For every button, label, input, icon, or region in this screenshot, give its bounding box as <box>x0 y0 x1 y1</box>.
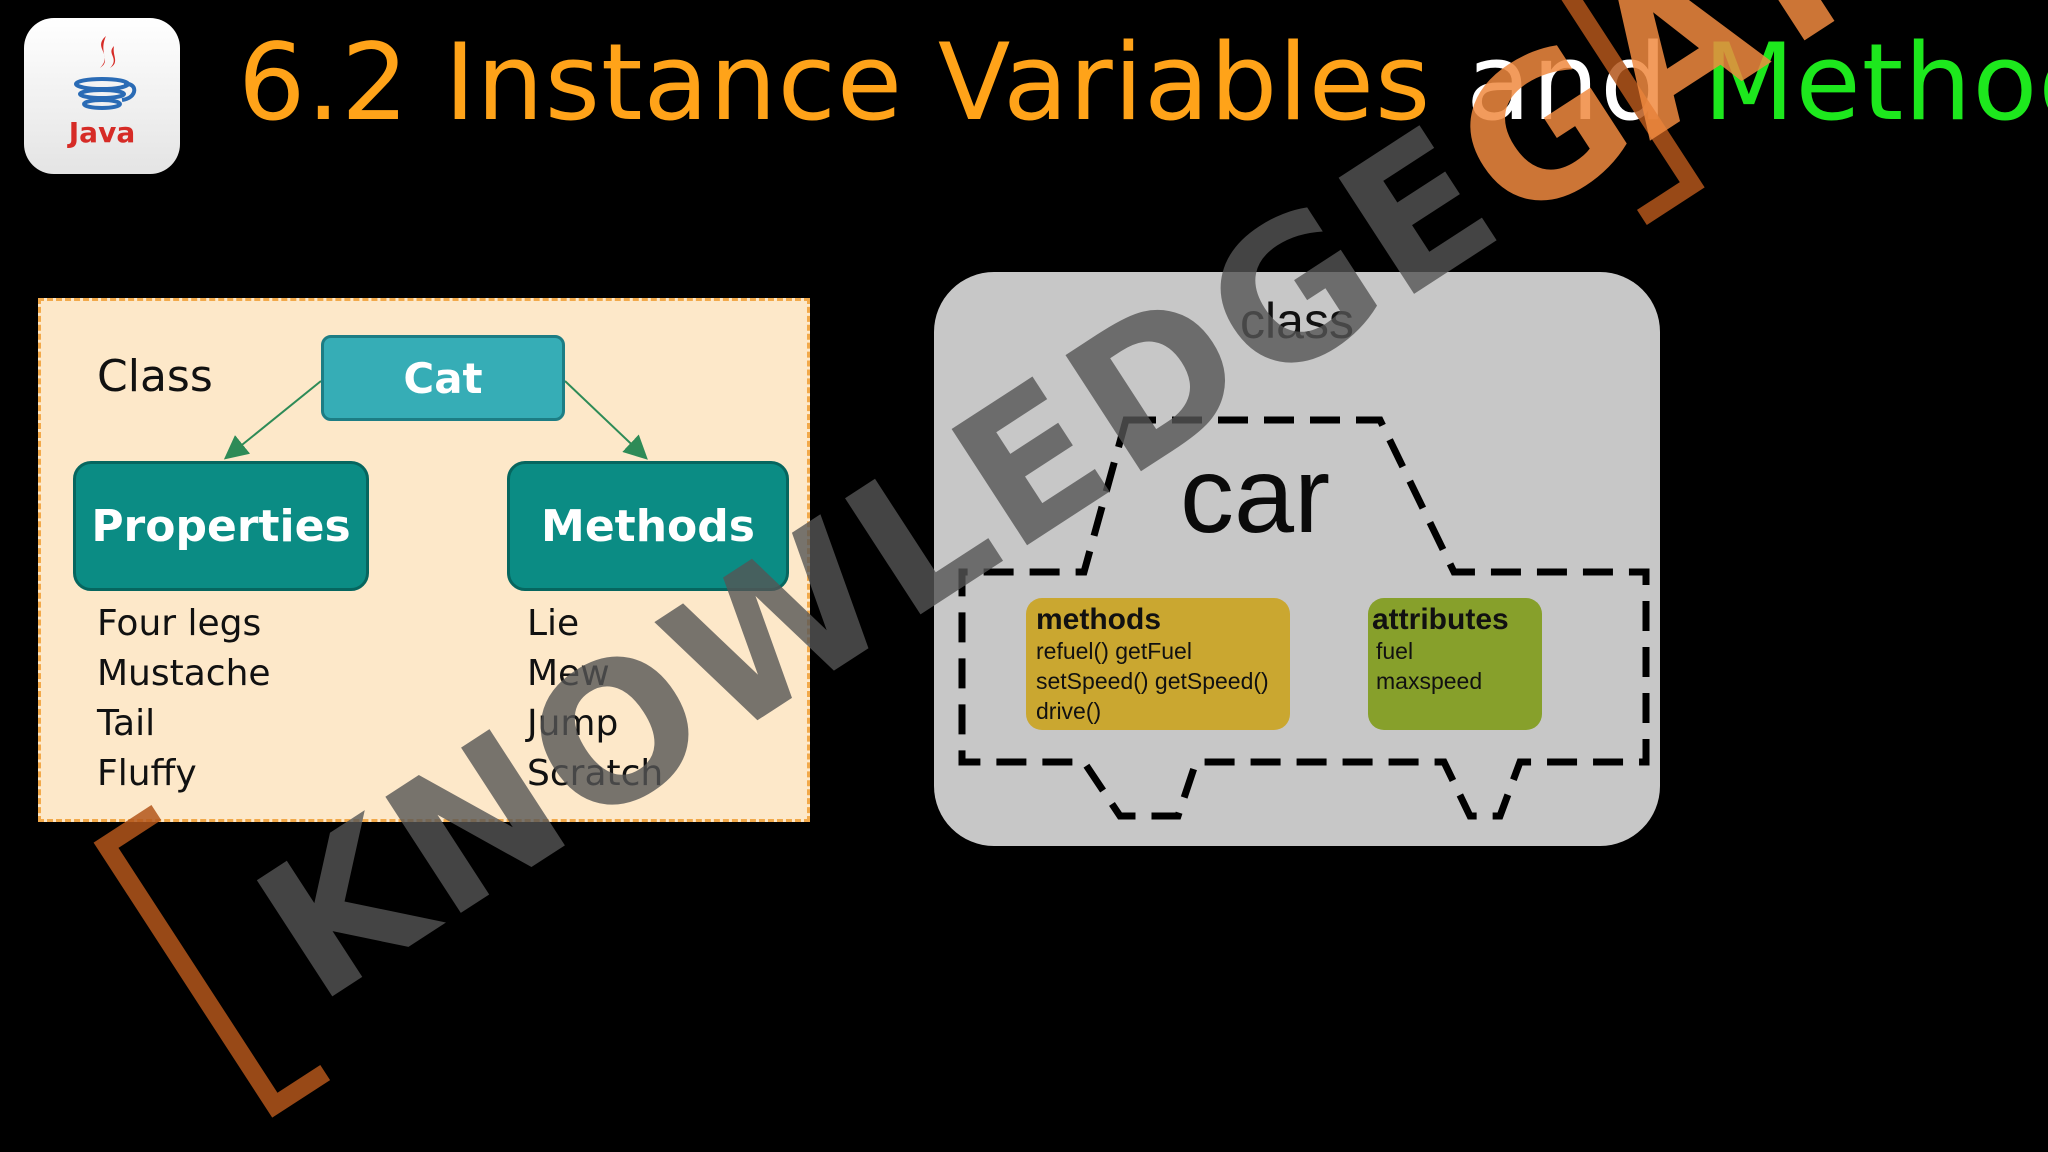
attributes-box-line: maxspeed <box>1376 668 1483 694</box>
coffee-cup-icon <box>74 36 137 110</box>
methods-box-line: refuel() getFuel <box>1036 638 1192 664</box>
attributes-box-title: attributes <box>1372 603 1509 636</box>
methods-node: Methods <box>507 461 789 591</box>
arrow-to-methods <box>564 380 648 460</box>
title-part-methods: Methods <box>1703 21 2048 144</box>
list-item: Scratch <box>527 753 664 794</box>
properties-node: Properties <box>73 461 369 591</box>
methods-box-line: drive() <box>1036 698 1102 724</box>
car-class-label: class <box>1240 293 1354 349</box>
page-title: 6.2 Instance Variables and Methods <box>238 18 2048 148</box>
java-logo-text: Java <box>68 116 136 149</box>
methods-box-title: methods <box>1036 603 1162 636</box>
list-item: Jump <box>527 703 619 744</box>
java-logo: Java <box>24 18 180 174</box>
title-part-instance-variables: 6.2 Instance Variables <box>238 21 1432 144</box>
list-item: Tail <box>97 703 156 744</box>
arrow-to-properties <box>223 380 322 460</box>
car-outline <box>958 416 1650 820</box>
cat-node: Cat <box>321 335 565 421</box>
title-part-and: and <box>1465 21 1669 144</box>
cat-class-diagram: Class Cat Properties Methods Four legs M… <box>38 298 810 822</box>
car-name: car <box>1180 434 1331 555</box>
list-item: Fluffy <box>97 753 197 794</box>
properties-list: Four legs Mustache Tail Fluffy <box>97 599 271 799</box>
list-item: Lie <box>527 603 580 644</box>
diagram-arrows <box>223 380 648 460</box>
list-item: Mustache <box>97 653 271 694</box>
attributes-box: attributes fuel maxspeed <box>1368 598 1542 730</box>
methods-list: Lie Mew Jump Scratch <box>527 599 663 799</box>
methods-box: methods refuel() getFuel setSpeed() getS… <box>1026 598 1290 730</box>
methods-box-line: setSpeed() getSpeed() <box>1036 668 1269 694</box>
attributes-box-line: fuel <box>1376 638 1414 664</box>
list-item: Four legs <box>97 603 262 644</box>
class-label: Class <box>97 351 213 402</box>
car-class-diagram: class car methods refuel() getFuel setSp… <box>934 272 1660 846</box>
list-item: Mew <box>527 653 610 694</box>
